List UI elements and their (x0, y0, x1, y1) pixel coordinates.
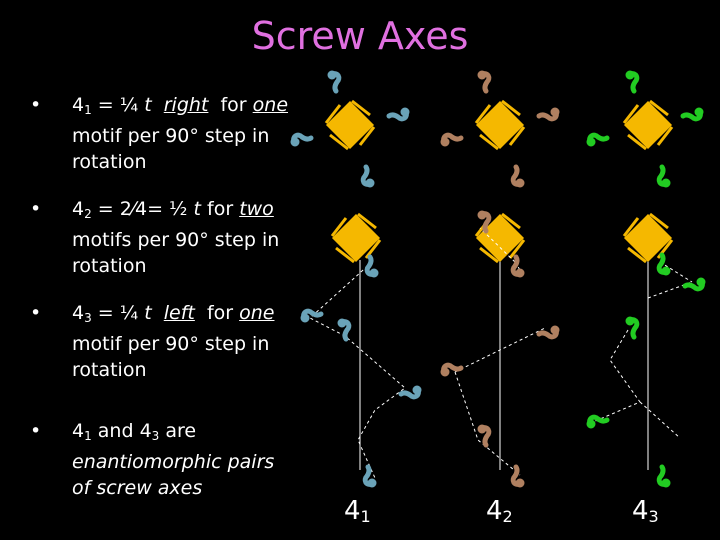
slide-title: Screw Axes (251, 14, 469, 58)
bullet-dot: • (30, 94, 42, 116)
motifs-blue-side (301, 257, 421, 487)
diamond-4-2-top (474, 99, 526, 151)
helix-lines (309, 227, 693, 479)
bullet-dot: • (30, 302, 42, 324)
direction-left: left (163, 302, 195, 324)
direction-right: right (163, 94, 209, 116)
diamond-4-3-side (622, 212, 674, 264)
axis-symbol: 4 (72, 94, 85, 116)
axis-label-4-2: 42 (486, 496, 513, 526)
axis-label-4-1: 41 (344, 496, 371, 526)
axis-lines (359, 260, 649, 470)
bullet-dot: • (30, 198, 42, 220)
diamond-4-1-side (330, 212, 382, 264)
motifs-green-side (587, 255, 705, 487)
diamond-4-3-top (622, 99, 674, 151)
diamond-4-1-top (324, 99, 376, 151)
screw-axes-diagram (290, 60, 720, 500)
axis-label-4-3: 43 (632, 496, 659, 526)
bullet-dot: • (30, 420, 42, 442)
